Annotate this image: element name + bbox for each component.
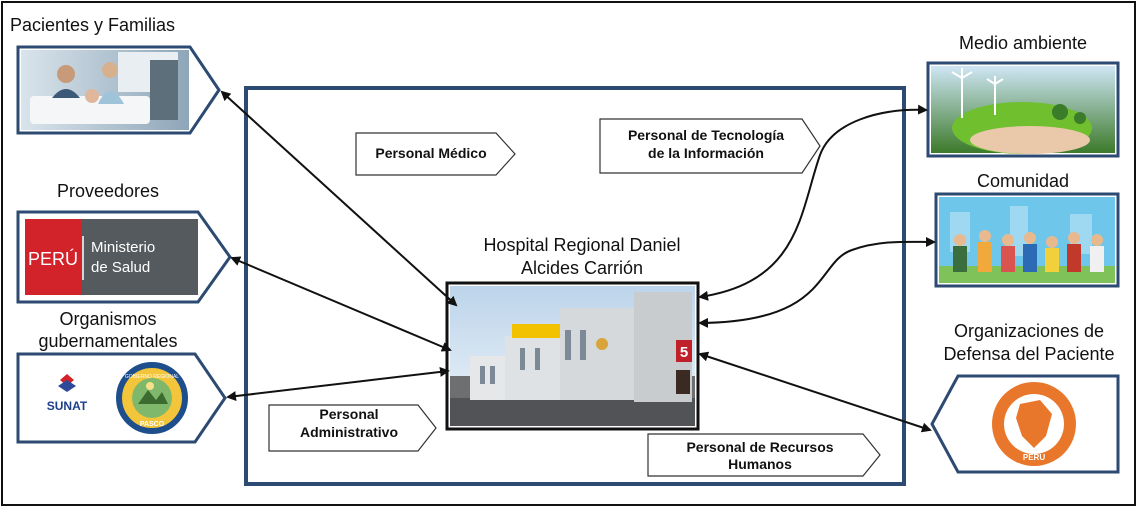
internal-admin-label-line2: Administrativo — [299, 424, 398, 440]
patients-photo — [21, 50, 189, 130]
community-label: Comunidad — [976, 171, 1070, 191]
internal-it-label-line2: de la Información — [648, 145, 764, 161]
suppliers-label: Proveedores — [56, 181, 160, 201]
internal-it-label-line1: Personal de Tecnología — [627, 127, 785, 143]
minsa-peru-text: PERÚ — [28, 248, 78, 269]
patients-node — [16, 45, 221, 135]
defensoria-text: PERU — [1023, 453, 1045, 462]
patient-orgs-label-line1: Organizaciones de — [953, 321, 1105, 341]
minsa-logo: PERÚ Ministerio de Salud — [25, 219, 198, 295]
internal-admin-label-line1: Personal — [319, 406, 379, 422]
defensoria-seal: PERU — [992, 382, 1076, 466]
hospital-title-line2: Alcides Carrión — [520, 258, 644, 278]
environment-label: Medio ambiente — [958, 33, 1088, 53]
minsa-ministerio-text: Ministerio — [91, 239, 155, 256]
patients-label: Pacientes y Familias — [10, 15, 176, 35]
internal-hr-label-line1: Personal de Recursos — [686, 439, 834, 455]
patient-orgs-label-line2: Defensa del Paciente — [943, 344, 1115, 364]
community-node — [934, 192, 1120, 288]
arrow-patient-orgs — [698, 351, 932, 433]
internal-medical-label: Personal Médico — [375, 145, 487, 161]
patient-orgs-node: PERU — [930, 374, 1120, 474]
pasco-bottom-text: PASCO — [140, 421, 165, 428]
environment-node — [926, 61, 1120, 158]
community-illustration — [939, 197, 1115, 283]
pasco-top-text: GOBIERNO REGIONAL — [125, 374, 179, 380]
arrow-suppliers — [230, 256, 452, 352]
building-sign-text: 5 — [680, 344, 688, 361]
internal-hr-shape — [647, 433, 881, 477]
sunat-text: SUNAT — [47, 399, 88, 413]
government-node: SUNAT GOBIERNO REGIONAL PASCO — [16, 352, 227, 444]
minsa-salud-text: de Salud — [91, 259, 150, 276]
arrow-government — [226, 366, 450, 402]
internal-hr-label-line2: Humanos — [728, 456, 792, 472]
internal-admin-shape — [268, 404, 437, 452]
sunat-logo: SUNAT — [47, 374, 88, 413]
suppliers-node: PERÚ Ministerio de Salud — [16, 210, 232, 304]
hospital-photo: 5 — [445, 281, 700, 431]
environment-photo — [931, 66, 1115, 154]
arrow-community — [698, 236, 936, 328]
hospital-title-line1: Hospital Regional Daniel — [483, 235, 681, 255]
arrow-patients — [220, 90, 458, 307]
government-label-line1: Organismos — [59, 309, 157, 329]
pasco-seal: GOBIERNO REGIONAL PASCO — [116, 362, 188, 434]
government-label-line2: gubernamentales — [38, 331, 178, 351]
